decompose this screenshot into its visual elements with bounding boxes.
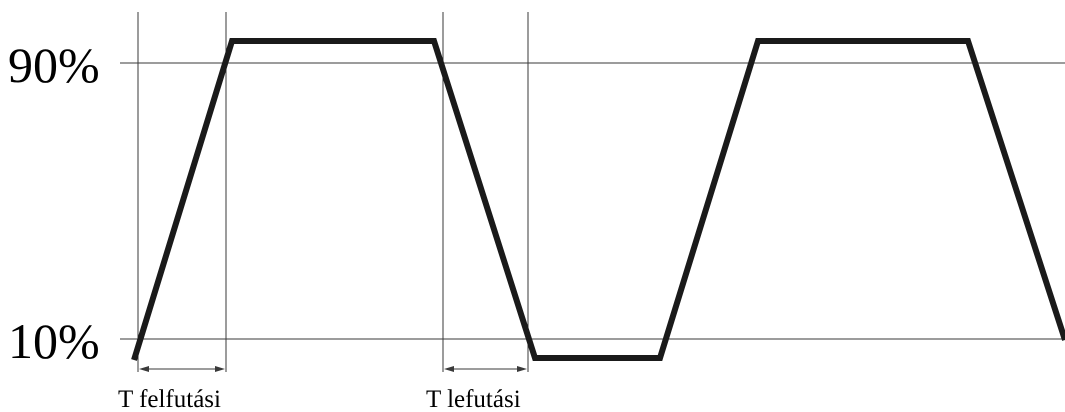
label-90-percent: 90% <box>8 37 100 93</box>
signal-waveform <box>131 38 1065 361</box>
rise-time-arrow <box>139 366 225 372</box>
label-fall-time: T lefutási <box>426 386 521 412</box>
fall-time-arrow <box>444 366 527 372</box>
label-rise-time: T felfutási <box>118 386 221 412</box>
label-10-percent: 10% <box>8 313 100 369</box>
